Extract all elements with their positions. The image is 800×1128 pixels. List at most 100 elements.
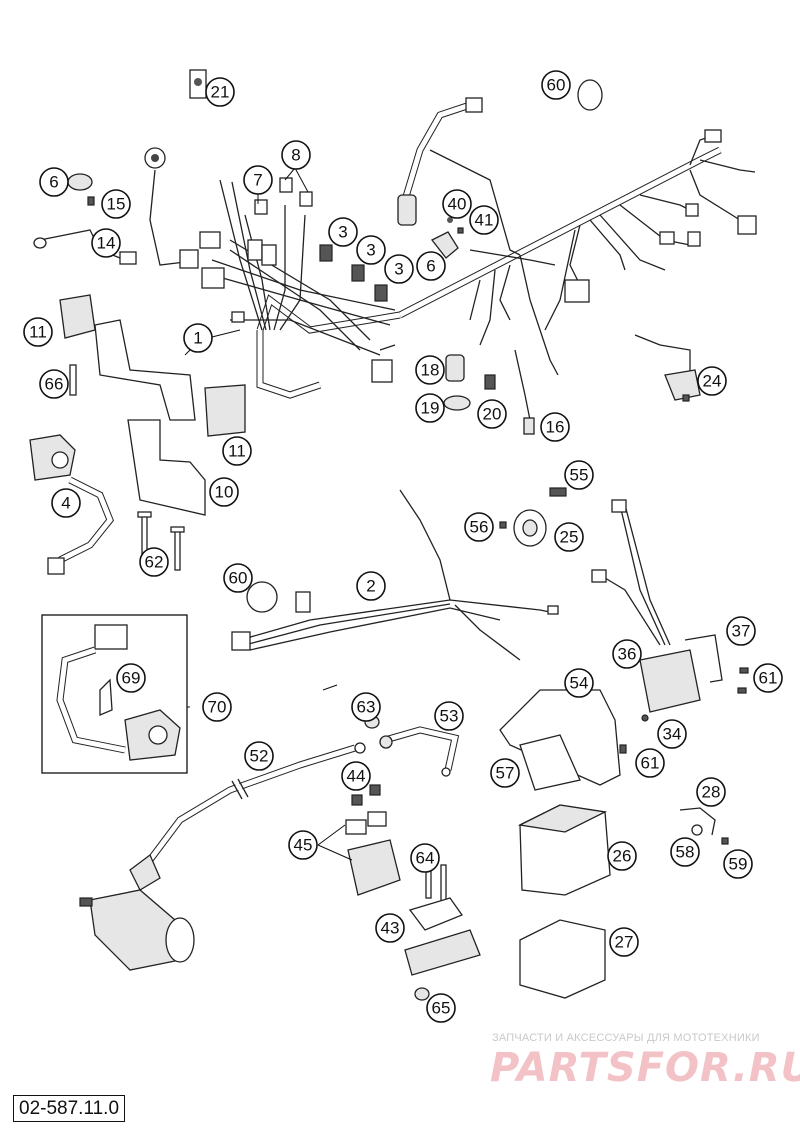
callout-3: 3 [356,235,386,265]
relay-parts [443,349,535,435]
connector [231,631,251,651]
callout-6: 6 [39,167,69,197]
pin [69,364,77,396]
callout-41: 41 [469,205,499,235]
svg-text:3: 3 [394,260,403,279]
callout-20: 20 [477,399,507,429]
part-21 [189,69,207,99]
cable-tie-60 [246,79,603,613]
relay-holder [279,177,293,193]
sensor-assembly [33,147,199,269]
pad-and-bracket [59,294,246,516]
callout-53: 53 [434,701,464,731]
callout-25: 25 [554,522,584,552]
callout-6: 6 [416,251,446,281]
rubber-pad [204,384,246,437]
main-wiring-harness [199,97,757,399]
svg-text:3: 3 [338,223,347,242]
callout-11: 11 [222,436,252,466]
svg-text:45: 45 [294,836,313,855]
clamp-group [431,217,464,259]
callout-27: 27 [609,927,639,957]
callout-58: 58 [670,837,700,867]
gasket [351,794,363,806]
callout-55: 55 [564,460,594,490]
svg-text:62: 62 [145,553,164,572]
svg-text:14: 14 [97,234,116,253]
horn [499,487,567,547]
svg-text:69: 69 [122,669,141,688]
svg-text:60: 60 [229,569,248,588]
callout-52: 52 [244,741,274,771]
callout-3: 3 [328,217,358,247]
svg-text:10: 10 [215,483,234,502]
rubber-pad [59,294,96,339]
svg-text:16: 16 [546,418,565,437]
connector [704,129,722,143]
callout-62: 62 [139,547,169,577]
svg-text:61: 61 [759,669,778,688]
svg-text:57: 57 [496,764,515,783]
svg-text:18: 18 [421,361,440,380]
clamp [431,231,459,259]
callout-14: 14 [91,228,121,258]
svg-text:26: 26 [613,847,632,866]
watermark-logo: PARTSFOR.RU [490,1045,800,1091]
callout-37: 37 [726,616,756,646]
regulator-bracket [684,634,723,683]
svg-text:3: 3 [366,241,375,260]
sensor-tip [33,237,47,249]
svg-text:6: 6 [49,173,58,192]
svg-text:28: 28 [702,783,721,802]
svg-text:63: 63 [357,698,376,717]
relay-seal [319,244,333,262]
callout-43: 43 [375,913,405,943]
connector [231,311,245,323]
svg-text:60: 60 [547,76,566,95]
svg-text:70: 70 [208,698,227,717]
cable-tie [246,581,278,613]
callout-34: 34 [657,719,687,749]
screw [174,529,181,571]
relay-holder [254,199,268,215]
connector [465,97,483,113]
callout-57: 57 [490,758,520,788]
connector [611,499,627,513]
starter-motor [79,889,195,971]
callout-64: 64 [410,843,440,873]
callout-44: 44 [341,761,371,791]
svg-text:37: 37 [732,622,751,641]
svg-text:6: 6 [426,257,435,276]
svg-text:44: 44 [347,767,366,786]
connector [687,231,701,247]
connector [591,569,607,583]
callout-28: 28 [696,777,726,807]
callout-4: 4 [51,488,81,518]
sub-harness-2 [231,489,559,661]
svg-text:2: 2 [366,577,375,596]
callout-60: 60 [541,70,571,100]
callout-26: 26 [607,841,637,871]
regulator [591,499,749,722]
callout-59: 59 [723,849,753,879]
connector [247,239,263,261]
bracket [484,374,496,390]
callout-1: 1 [183,323,213,353]
callout-45: 45 [288,830,318,860]
relay-bracket [408,897,464,931]
screw-head [170,526,185,533]
callout-61: 61 [635,748,665,778]
svg-text:19: 19 [421,399,440,418]
svg-text:20: 20 [483,405,502,424]
sensor-body [664,369,701,401]
callout-15: 15 [101,189,131,219]
starter-relay-body [347,839,401,896]
svg-text:54: 54 [570,674,589,693]
rubber-sleeve [443,395,471,411]
switch-bore [51,451,69,469]
connector [94,624,128,650]
callout-40: 40 [442,189,472,219]
callout-54: 54 [564,668,594,698]
svg-text:61: 61 [641,754,660,773]
